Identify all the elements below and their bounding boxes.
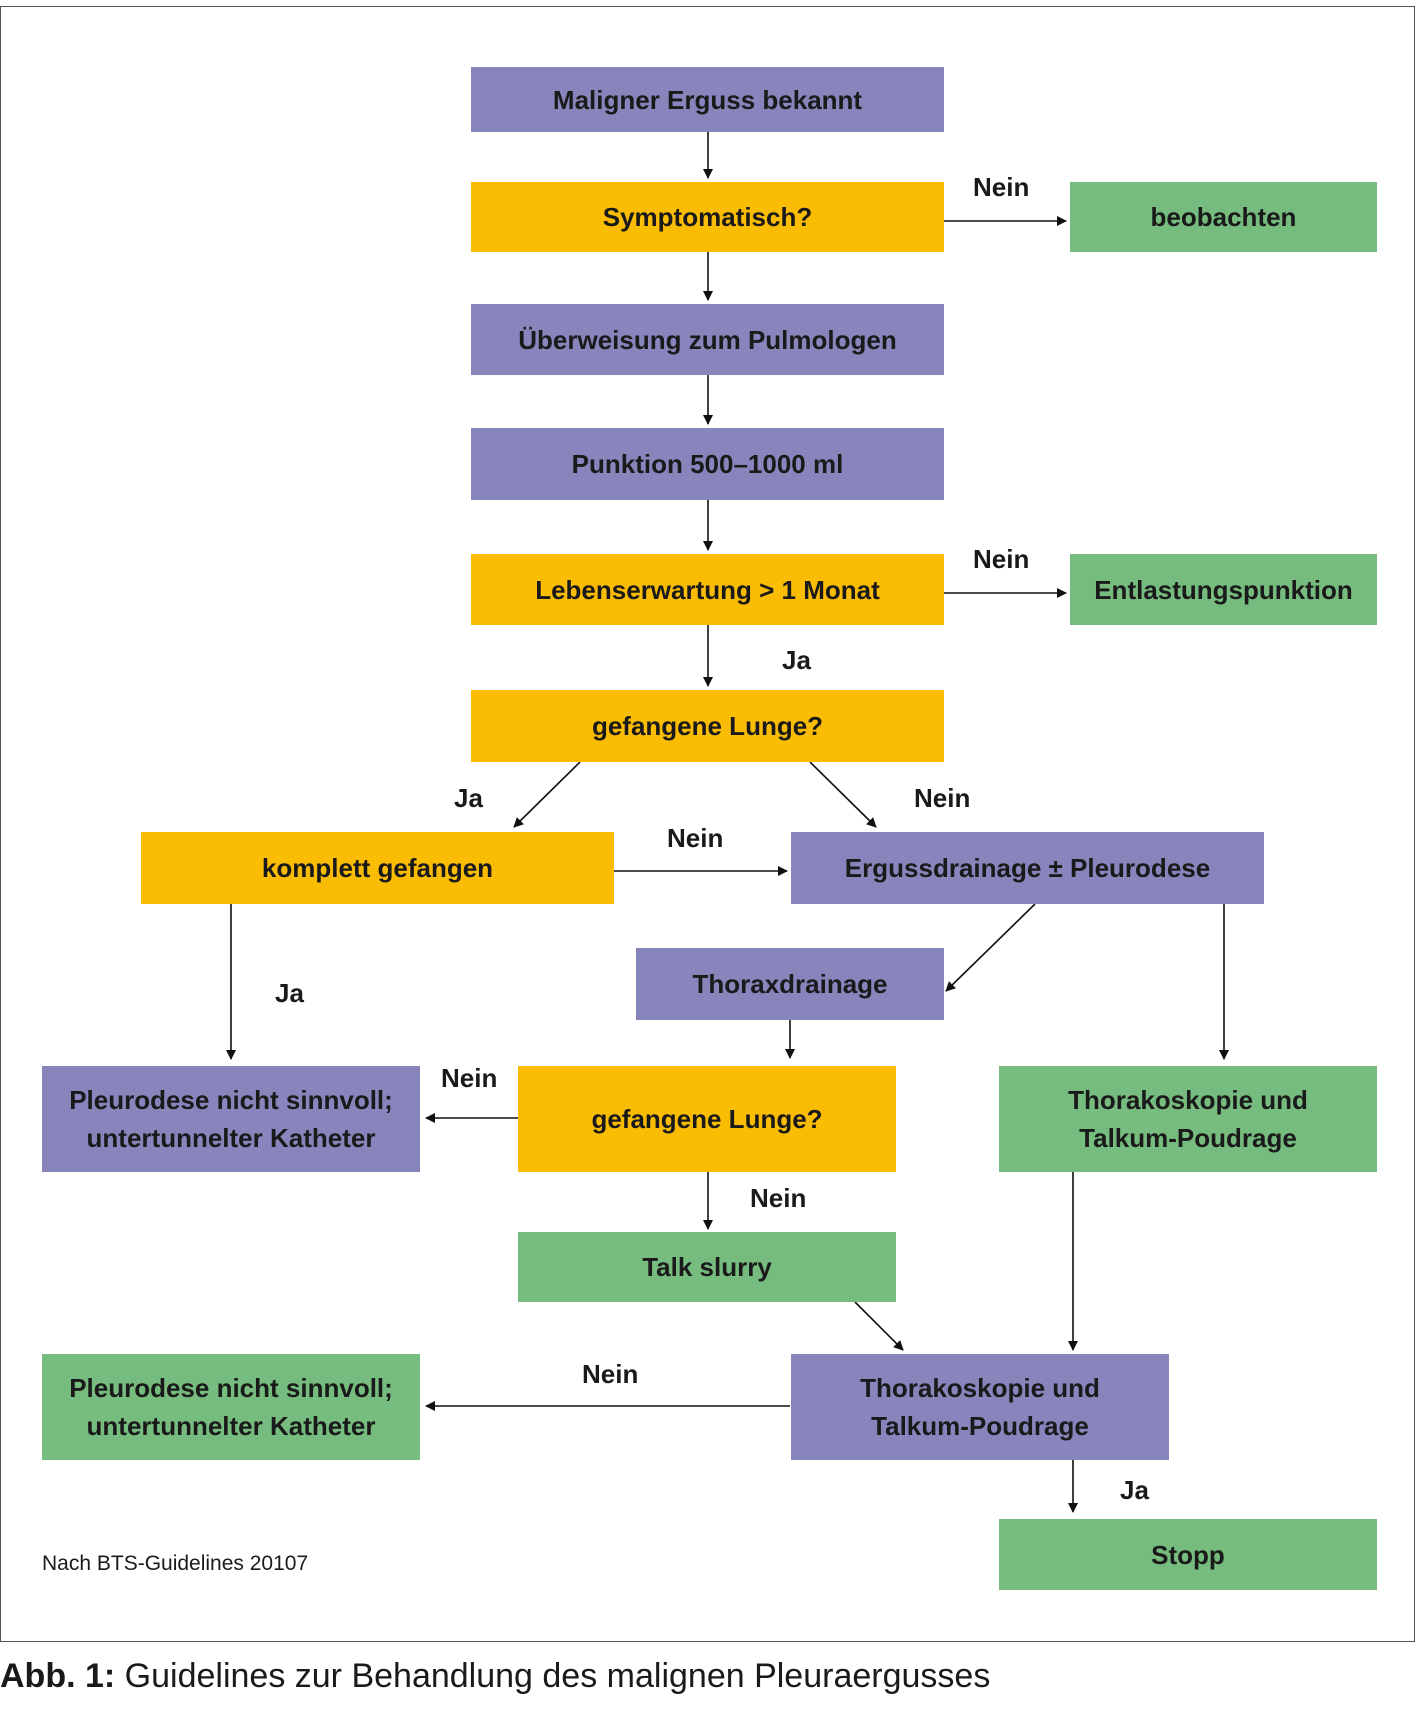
arrow-talk-thorakoskopie2 [854, 1301, 904, 1351]
edge-label-gefangene1-nein: Nein [914, 783, 971, 813]
arrow-ergussdrainage-thoraxdrainage [945, 903, 1036, 992]
node-lebenserwartung: Lebenserwartung > 1 Monat [471, 554, 944, 625]
edge-label-gefangene2-nein-left: Nein [441, 1063, 498, 1093]
node-symptomatisch: Symptomatisch? [471, 182, 944, 252]
arrow-gefangene-komplett [513, 761, 581, 828]
caption-prefix: Abb. 1: [0, 1657, 116, 1695]
node-thoraxdrainage-label: Thoraxdrainage [692, 969, 888, 999]
edge-label-lebenserwartung-ja: Ja [782, 645, 811, 675]
node-thorakoskopie-1: Thorakoskopie und Talkum-Poudrage [999, 1066, 1377, 1172]
node-komplett-gefangen-label: komplett gefangen [261, 853, 494, 883]
edge-label-komplett-ja: Ja [275, 978, 304, 1008]
node-pleurodese-2-line1: Pleurodese nicht sinnvoll; [69, 1373, 393, 1403]
node-stopp-label: Stopp [1151, 1539, 1225, 1570]
node-pleurodese-2: Pleurodese nicht sinnvoll; untertunnelte… [42, 1354, 420, 1460]
edge-label-komplett-nein: Nein [667, 823, 724, 853]
node-thorakoskopie-1-line2: Talkum-Poudrage [1079, 1123, 1297, 1153]
node-thorakoskopie-2-line1: Thorakoskopie und [860, 1373, 1100, 1403]
node-gefangene-lunge-1: gefangene Lunge? [471, 690, 944, 762]
node-gefangene-lunge-2: gefangene Lunge? [518, 1066, 896, 1172]
node-pleurodese-2-line2: untertunnelter Katheter [86, 1411, 376, 1441]
node-ueberweisung-label: Überweisung zum Pulmologen [518, 324, 897, 355]
node-punktion-label: Punktion 500–1000 ml [571, 449, 844, 479]
edge-label-thorakoskopie2-nein: Nein [582, 1359, 639, 1389]
node-ergussdrainage-label: Ergussdrainage ± Pleurodese [844, 853, 1211, 883]
node-talk-slurry: Talk slurry [518, 1232, 896, 1302]
edge-label-thorakoskopie2-ja: Ja [1120, 1475, 1149, 1505]
node-maligner-erguss: Maligner Erguss bekannt [471, 67, 944, 132]
node-pleurodese-1-line2: untertunnelter Katheter [86, 1123, 376, 1153]
node-entlastungspunktion-label: Entlastungspunktion [1094, 574, 1353, 605]
node-lebenserwartung-label: Lebenserwartung > 1 Monat [535, 574, 880, 605]
node-gefangene-lunge-1-label: gefangene Lunge? [591, 711, 824, 741]
edge-label-symptomatisch-nein: Nein [973, 172, 1030, 202]
node-punktion: Punktion 500–1000 ml [471, 428, 944, 500]
node-beobachten-label: beobachten [1150, 202, 1297, 232]
node-talk-slurry-label: Talk slurry [642, 1252, 772, 1282]
caption-text: Guidelines zur Behandlung des malignen P… [115, 1657, 991, 1695]
node-gefangene-lunge-2-label: gefangene Lunge? [591, 1104, 823, 1134]
figure-frame [0, 6, 1415, 1642]
edge-label-gefangene1-ja: Ja [454, 783, 483, 813]
source-note: Nach BTS-Guidelines 20107 [42, 1552, 309, 1575]
arrow-gefangene-ergussdrainage [809, 761, 877, 828]
node-maligner-erguss-label: Maligner Erguss bekannt [552, 84, 863, 115]
node-thorakoskopie-1-line1: Thorakoskopie und [1068, 1085, 1308, 1115]
node-ergussdrainage: Ergussdrainage ± Pleurodese [791, 832, 1264, 904]
node-komplett-gefangen: komplett gefangen [141, 832, 614, 904]
node-thorakoskopie-2-line2: Talkum-Poudrage [871, 1411, 1089, 1441]
node-thoraxdrainage: Thoraxdrainage [636, 948, 944, 1020]
node-pleurodese-1-line1: Pleurodese nicht sinnvoll; [69, 1085, 393, 1115]
node-entlastungspunktion: Entlastungspunktion [1070, 554, 1377, 625]
node-stopp: Stopp [999, 1519, 1377, 1590]
edge-label-lebenserwartung-nein: Nein [973, 544, 1030, 574]
node-ueberweisung: Überweisung zum Pulmologen [471, 304, 944, 375]
edge-label-gefangene2-nein-down: Nein [750, 1183, 807, 1213]
node-pleurodese-1: Pleurodese nicht sinnvoll; untertunnelte… [42, 1066, 420, 1172]
node-thorakoskopie-2: Thorakoskopie und Talkum-Poudrage [791, 1354, 1169, 1460]
figure-caption: Abb. 1: Guidelines zur Behandlung des ma… [0, 1657, 990, 1696]
node-symptomatisch-label: Symptomatisch? [602, 202, 813, 232]
node-beobachten: beobachten [1070, 182, 1377, 252]
